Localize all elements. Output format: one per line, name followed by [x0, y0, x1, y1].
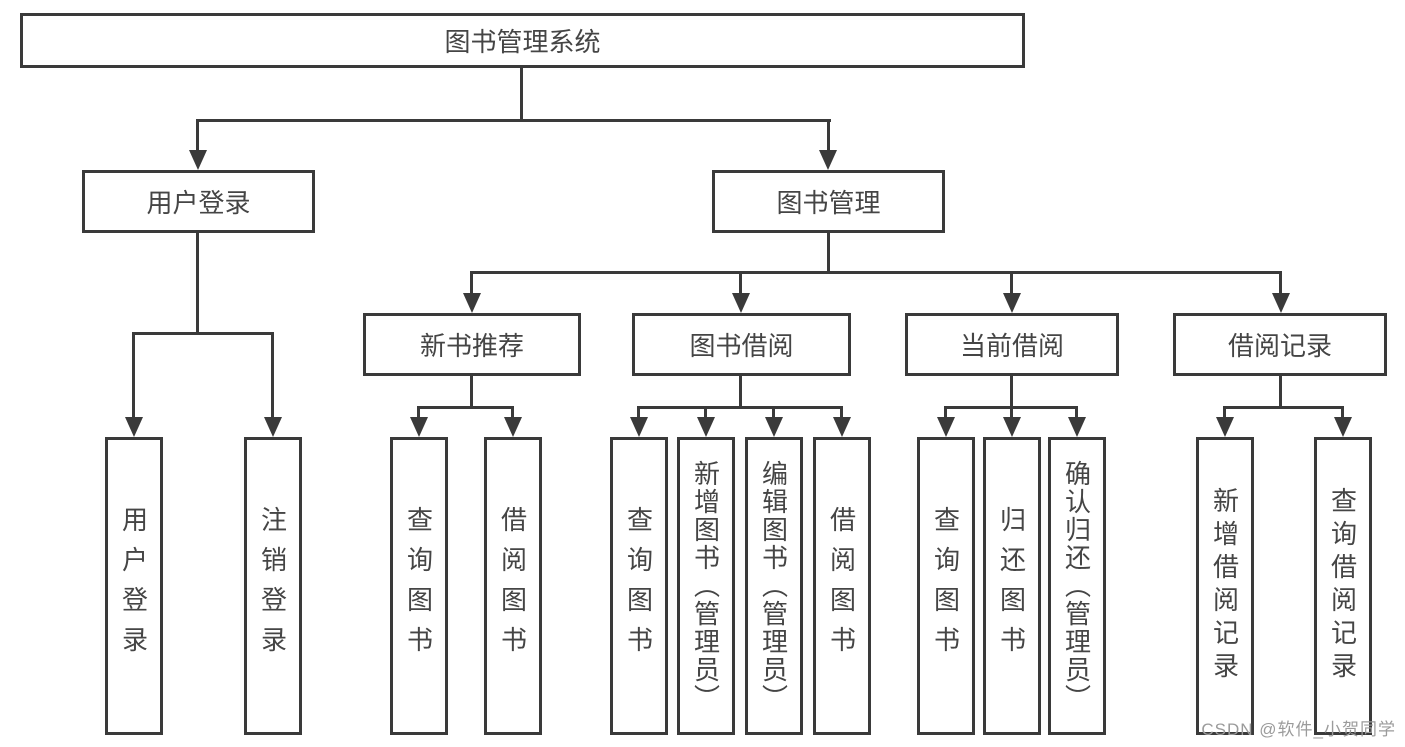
- arrow-head: [504, 417, 522, 437]
- leaf-edit-book-admin: 编辑图书（管理员）: [745, 437, 803, 735]
- connector-stem: [470, 376, 473, 409]
- connector-drop: [772, 409, 775, 419]
- arrow-head: [264, 417, 282, 437]
- connector-drop: [511, 409, 514, 419]
- connector-drop: [1010, 274, 1013, 295]
- leaf-user-login: 用户登录: [105, 437, 163, 735]
- arrow-head: [1272, 293, 1290, 313]
- arrow-head: [937, 417, 955, 437]
- connector-drop: [470, 274, 473, 295]
- leaf-query-borrow-record: 查询借阅记录: [1314, 437, 1372, 735]
- leaf-confirm-return-admin: 确认归还（管理员）: [1048, 437, 1106, 735]
- node-current-borrowing: 当前借阅: [905, 313, 1119, 376]
- connector-bar: [637, 406, 843, 409]
- leaf-return-book: 归还图书: [983, 437, 1041, 735]
- node-book-borrowing: 图书借阅: [632, 313, 851, 376]
- connector-drop: [944, 409, 947, 419]
- arrow-head: [697, 417, 715, 437]
- arrow-head: [630, 417, 648, 437]
- arrow-head: [1068, 417, 1086, 437]
- leaf-borrow-books-recommend: 借阅图书: [484, 437, 542, 735]
- connector-drop: [132, 335, 135, 419]
- connector-stem: [1010, 376, 1013, 409]
- connector-drop: [739, 274, 742, 295]
- connector-drop: [637, 409, 640, 419]
- arrow-head: [410, 417, 428, 437]
- arrow-head: [765, 417, 783, 437]
- node-borrow-records: 借阅记录: [1173, 313, 1387, 376]
- connector-drop: [704, 409, 707, 419]
- connector-bar: [944, 406, 1078, 409]
- leaf-query-books-recommend: 查询图书: [390, 437, 448, 735]
- leaf-query-books-current: 查询图书: [917, 437, 975, 735]
- leaf-logout: 注销登录: [244, 437, 302, 735]
- connector-drop: [1279, 274, 1282, 295]
- connector-drop: [1223, 409, 1226, 419]
- connector-drop: [1341, 409, 1344, 419]
- arrow-head: [1216, 417, 1234, 437]
- connector-drop-user-login: [196, 122, 199, 152]
- connector-stem: [739, 376, 742, 409]
- arrow-head: [1334, 417, 1352, 437]
- connector-drop: [840, 409, 843, 419]
- connector-bar-book-mgmt: [470, 271, 1282, 274]
- connector-drop: [417, 409, 420, 419]
- csdn-watermark: CSDN @软件_小贺同学: [1201, 720, 1396, 739]
- connector-bar-root: [196, 119, 831, 122]
- arrow-head: [819, 150, 837, 170]
- arrow-head: [1003, 417, 1021, 437]
- node-new-book-recommend: 新书推荐: [363, 313, 581, 376]
- arrow-head: [833, 417, 851, 437]
- arrow-head: [463, 293, 481, 313]
- node-user-login: 用户登录: [82, 170, 315, 233]
- connector-drop: [271, 335, 274, 419]
- leaf-add-borrow-record: 新增借阅记录: [1196, 437, 1254, 735]
- node-book-management: 图书管理: [712, 170, 945, 233]
- connector-drop: [1075, 409, 1078, 419]
- arrow-head: [732, 293, 750, 313]
- arrow-head: [189, 150, 207, 170]
- arrow-head: [125, 417, 143, 437]
- connector-bar: [417, 406, 514, 409]
- connector-stem-user-login: [196, 233, 199, 335]
- connector-bar-user-login: [132, 332, 274, 335]
- connector-drop-book-mgmt: [827, 122, 830, 152]
- arrow-head: [1003, 293, 1021, 313]
- connector-stem-root: [520, 68, 523, 121]
- connector-drop: [1010, 409, 1013, 419]
- leaf-add-book-admin: 新增图书（管理员）: [677, 437, 735, 735]
- connector-stem: [1279, 376, 1282, 409]
- leaf-query-books-borrowing: 查询图书: [610, 437, 668, 735]
- node-root-library-system: 图书管理系统: [20, 13, 1025, 68]
- connector-bar: [1223, 406, 1344, 409]
- connector-stem-book-mgmt: [827, 233, 830, 274]
- leaf-borrow-books: 借阅图书: [813, 437, 871, 735]
